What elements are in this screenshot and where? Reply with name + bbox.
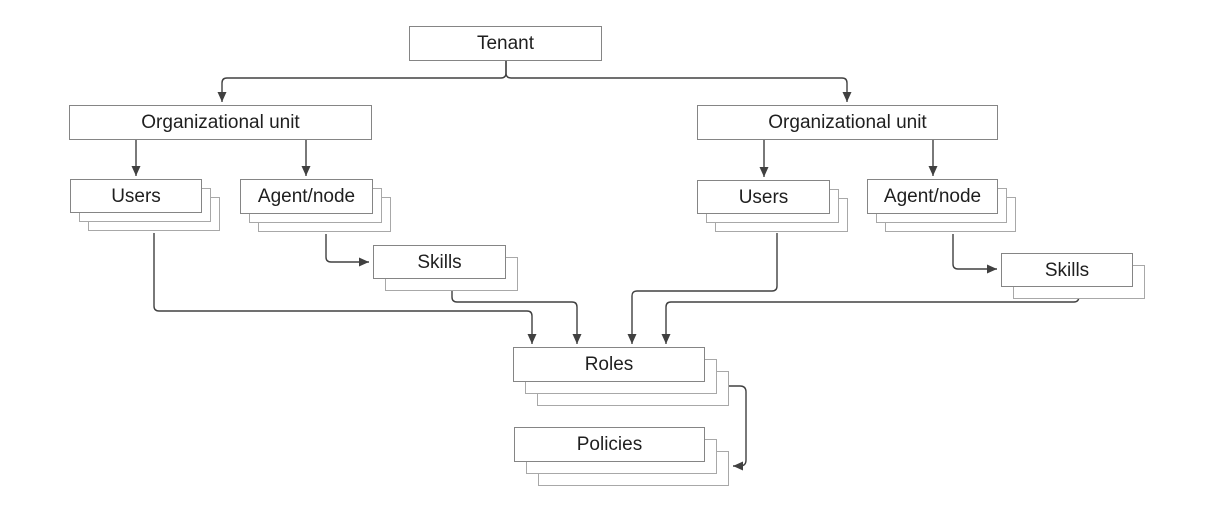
node-tenant-label: Tenant (476, 33, 535, 54)
node-skills-right: Skills (1001, 253, 1145, 299)
node-org-unit-right-label: Organizational unit (768, 112, 927, 133)
node-skills-left-label: Skills (417, 251, 462, 273)
edge-users-left-to-roles (153, 233, 537, 344)
node-policies: Policies (514, 427, 729, 486)
node-org-unit-right: Organizational unit (697, 105, 998, 140)
edge-tenant-to-org-left (217, 61, 507, 102)
edge-agent-right-to-skills-right (952, 234, 997, 274)
node-org-unit-left: Organizational unit (69, 105, 372, 140)
node-agent-node-right-label: Agent/node (883, 186, 982, 207)
node-skills-left: Skills (373, 245, 518, 291)
node-users-left-label: Users (111, 185, 161, 207)
edge-roles-to-policies (729, 385, 747, 471)
edge-skills-left-to-roles (451, 291, 582, 344)
edge-agent-left-to-skills-left (325, 234, 369, 267)
node-policies-label: Policies (576, 434, 643, 455)
node-roles: Roles (513, 347, 729, 406)
node-tenant: Tenant (409, 26, 602, 61)
node-agent-node-left-label: Agent/node (257, 186, 356, 207)
node-users-left: Users (70, 179, 220, 231)
edge-skills-right-to-roles (661, 295, 1080, 344)
node-roles-label: Roles (584, 354, 634, 375)
node-users-right-label: Users (738, 186, 789, 208)
node-agent-node-right: Agent/node (867, 179, 1016, 232)
node-users-right: Users (697, 180, 848, 232)
edge-users-right-to-roles (627, 233, 778, 344)
node-skills-right-label: Skills (1044, 259, 1090, 281)
edge-tenant-to-org-right (505, 61, 852, 102)
node-agent-node-left: Agent/node (240, 179, 391, 232)
node-org-unit-left-label: Organizational unit (141, 112, 300, 133)
